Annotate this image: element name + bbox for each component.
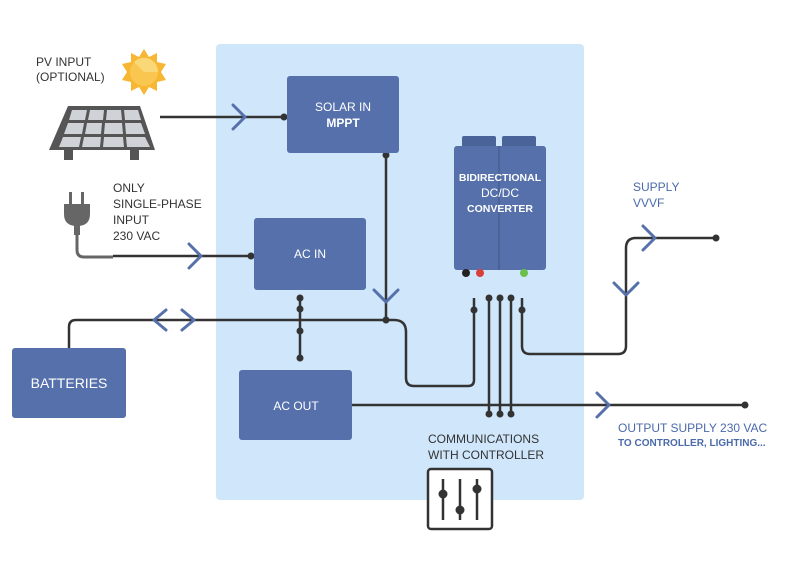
converter-label-3: CONVERTER (467, 203, 533, 215)
arrow-output-right (595, 391, 611, 419)
arrow-battery-left (152, 308, 168, 332)
solar-mppt-label: MPPT (326, 116, 360, 130)
output-targets-label: TO CONTROLLER, LIGHTING... (618, 438, 766, 449)
comms-label-1: COMMUNICATIONS (428, 432, 539, 446)
grid-label-2: SINGLE-PHASE (113, 197, 202, 211)
batteries-box (12, 348, 126, 418)
vvvf-label: VVVF (633, 196, 664, 210)
ac-out-label: AC OUT (273, 399, 319, 413)
ac-in-box (254, 218, 366, 290)
arrow-pv-in (231, 103, 247, 131)
output-supply-label: OUTPUT SUPPLY 230 VAC (618, 421, 768, 435)
arrow-ac-in (187, 242, 203, 270)
ac-in-label: AC IN (294, 247, 326, 261)
junction-dots (247, 113, 749, 418)
dcdc-converter (454, 136, 546, 277)
terminal-red (476, 269, 484, 277)
supply-label: SUPPLY (633, 180, 679, 194)
terminal-green (520, 269, 528, 277)
ac-out-box (239, 370, 352, 440)
arrow-vvvf-right (641, 224, 657, 252)
solar-panel-icon (49, 106, 155, 160)
flow-arrows (152, 103, 657, 419)
grid-label-1: ONLY (113, 181, 145, 195)
sun-icon (122, 49, 166, 95)
converter-label-1: BIDIRECTIONAL (459, 172, 542, 184)
pv-optional-label: (OPTIONAL) (36, 70, 105, 84)
solar-in-label: SOLAR IN (315, 100, 371, 114)
arrow-vvvf-down (612, 281, 640, 297)
grid-label-4: 230 VAC (113, 229, 160, 243)
solar-in-box (287, 76, 399, 153)
converter-label-2: DC/DC (481, 186, 519, 200)
comms-label-2: WITH CONTROLLER (428, 448, 544, 462)
terminal-black (462, 269, 470, 277)
batteries-label: BATTERIES (31, 375, 108, 391)
pv-input-label: PV INPUT (36, 55, 92, 69)
grid-label-3: INPUT (113, 213, 150, 227)
arrow-battery-right (180, 308, 196, 332)
arrow-solar-down (372, 288, 400, 304)
controller-sliders-icon (426, 467, 494, 531)
power-plug-icon (64, 192, 113, 259)
